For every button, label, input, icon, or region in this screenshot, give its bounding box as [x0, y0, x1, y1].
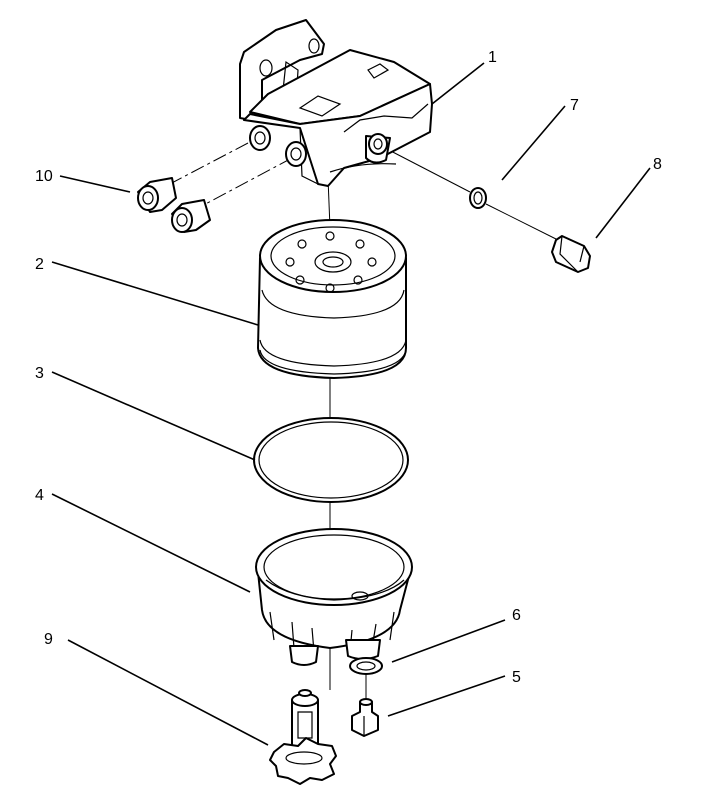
callout-6: 6 [512, 607, 521, 624]
bowl-gasket [253, 417, 409, 503]
callout-4: 4 [35, 487, 44, 504]
callout-8: 8 [653, 156, 662, 173]
drain-fitting [351, 698, 379, 737]
callout-3: 3 [35, 365, 44, 382]
callout-10: 10 [35, 168, 53, 185]
drain-valve [269, 689, 337, 785]
callout-9: 9 [44, 631, 53, 648]
callout-7: 7 [570, 97, 579, 114]
filter-element [257, 219, 407, 379]
callout-5: 5 [512, 669, 521, 686]
vent-plug [551, 235, 591, 273]
port-fittings [137, 177, 211, 233]
callout-labels: 1 2 3 4 5 6 7 8 9 10 [35, 49, 662, 686]
filter-head [239, 19, 433, 187]
callout-1: 1 [488, 49, 497, 66]
drain-washer [349, 657, 383, 675]
callout-leaders [51, 62, 651, 746]
callout-2: 2 [35, 256, 44, 273]
separator-bowl [255, 528, 413, 666]
vent-o-ring [469, 187, 487, 209]
